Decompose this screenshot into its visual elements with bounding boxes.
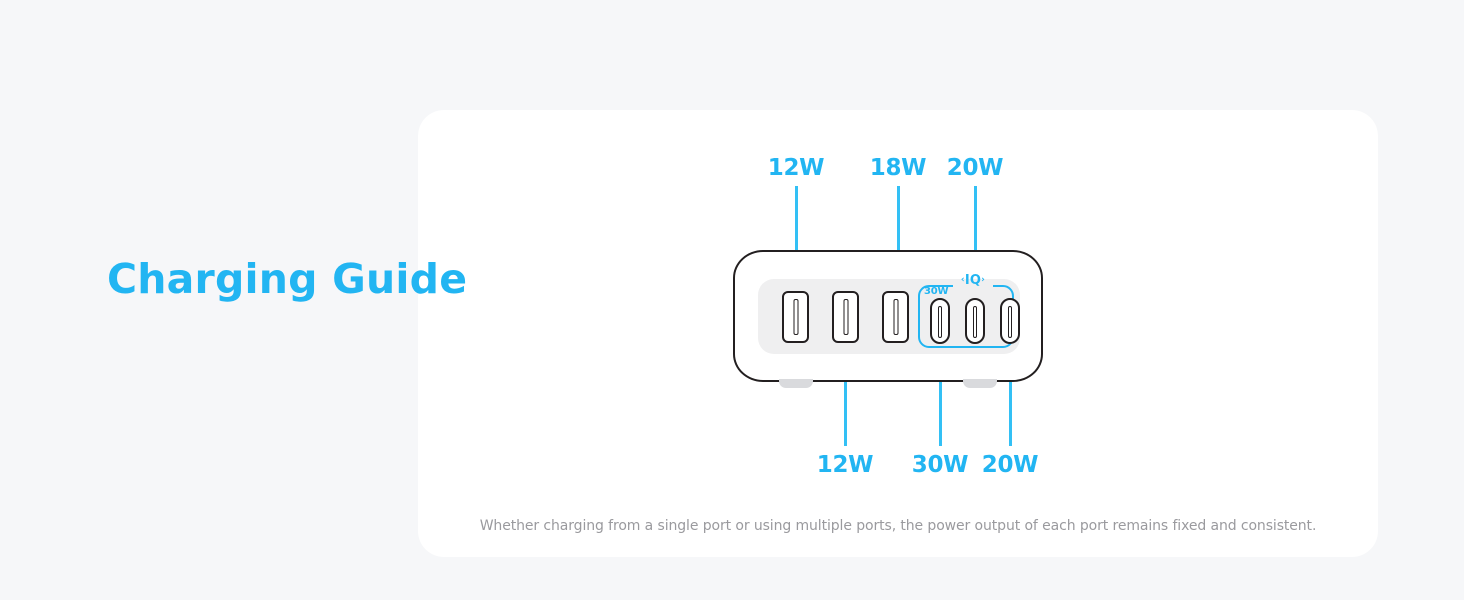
page-title: Charging Guide	[107, 255, 468, 303]
iq-inner-wattage-label: 30W	[924, 286, 949, 297]
label-bottom-30w: 30W	[911, 452, 969, 478]
iq-badge: ‹IQ›	[950, 274, 996, 287]
iq-badge-left-tick: ‹	[960, 275, 965, 285]
label-top-12w: 12W	[767, 155, 825, 181]
usb-c-port-3[interactable]	[1000, 298, 1020, 344]
label-bottom-20w: 20W	[981, 452, 1039, 478]
usb-a-port-3[interactable]	[882, 291, 909, 343]
diagram-caption: Whether charging from a single port or u…	[479, 518, 1317, 534]
leader-line-top-1	[795, 186, 798, 278]
charger-foot-left	[779, 379, 813, 388]
usb-a-port-1[interactable]	[782, 291, 809, 343]
leader-line-top-3	[974, 186, 977, 278]
iq-badge-right-tick: ›	[981, 275, 986, 285]
leader-line-bottom-3	[1009, 356, 1012, 446]
label-top-20w: 20W	[946, 155, 1004, 181]
leader-line-bottom-1	[844, 356, 847, 446]
iq-badge-notch	[953, 279, 993, 291]
usb-c-port-1[interactable]	[930, 298, 950, 344]
label-top-18w: 18W	[869, 155, 927, 181]
charger-foot-right	[963, 379, 997, 388]
leader-line-top-2	[897, 186, 900, 278]
usb-c-port-2[interactable]	[965, 298, 985, 344]
leader-line-bottom-2	[939, 356, 942, 446]
iq-badge-text: IQ	[964, 273, 982, 288]
label-bottom-12w: 12W	[816, 452, 874, 478]
usb-a-port-2[interactable]	[832, 291, 859, 343]
